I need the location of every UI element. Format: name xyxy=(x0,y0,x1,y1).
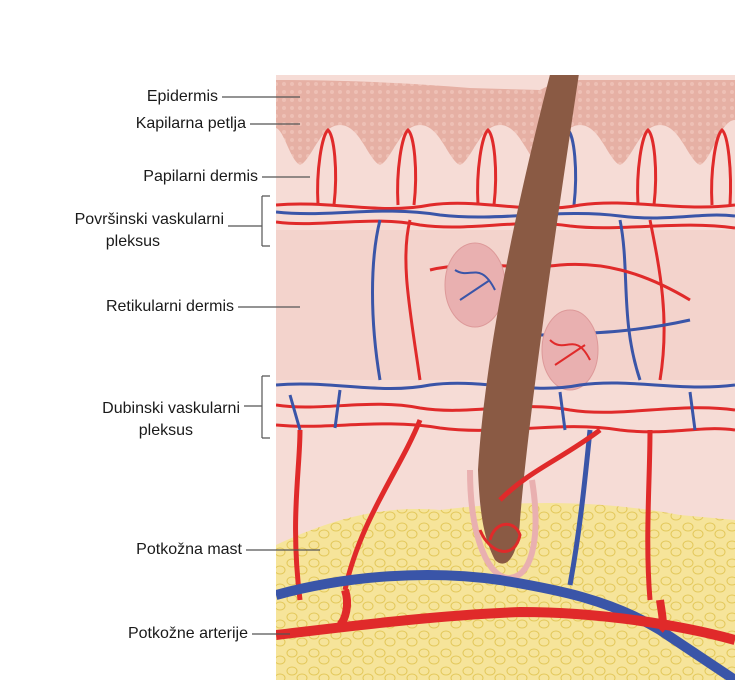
label-papillary-dermis: Papilarni dermis xyxy=(143,167,258,187)
label-capillary-loop: Kapilarna petlja xyxy=(136,114,246,134)
label-superficial-plexus-line2: pleksus xyxy=(106,232,160,252)
label-epidermis: Epidermis xyxy=(147,87,218,107)
label-superficial-plexus-line1: Površinski vaskularni xyxy=(75,210,224,230)
label-subcutaneous-fat: Potkožna mast xyxy=(136,540,242,560)
label-reticular-dermis: Retikularni dermis xyxy=(106,297,234,317)
label-deep-plexus-line2: pleksus xyxy=(139,421,193,441)
label-deep-plexus-line1: Dubinski vaskularni xyxy=(102,399,240,419)
label-subcutaneous-arteries: Potkožne arterije xyxy=(128,624,248,644)
